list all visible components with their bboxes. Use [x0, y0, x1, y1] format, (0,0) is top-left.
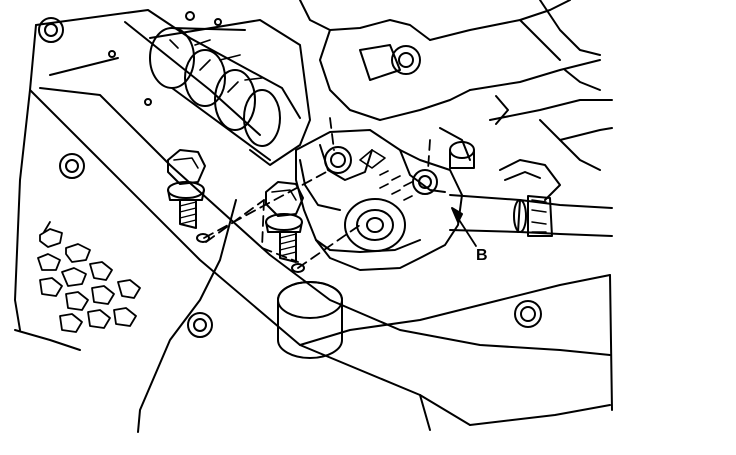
mounting-bolt — [265, 181, 304, 263]
bolt-hole-marker — [291, 263, 305, 273]
engine-upper-detail — [299, 0, 613, 171]
mount-bracket — [295, 127, 475, 271]
mounting-bolt — [167, 149, 206, 229]
bracket-hole-right — [412, 169, 438, 195]
plate-bolt-head — [187, 312, 213, 338]
plate-bolt-heads — [38, 17, 542, 338]
plate-bolt-head — [59, 153, 85, 179]
callout-b-arrowhead — [451, 207, 463, 223]
plate-bolt-head — [514, 300, 542, 328]
round-plug — [277, 281, 343, 359]
bracket-tabs — [359, 149, 413, 201]
base-plate — [14, 9, 613, 433]
bolt-hole-marker — [196, 233, 210, 243]
hose-clamp — [527, 195, 553, 237]
bracket-hole-upper — [324, 146, 352, 174]
bracket-center-boss — [344, 198, 406, 252]
callout-b-group: B — [451, 207, 488, 264]
cylindrical-housing — [149, 19, 311, 166]
callout-b-label: B — [476, 247, 488, 264]
plate-bolt-head — [38, 17, 64, 43]
alignment-lines — [203, 117, 431, 269]
perforation-pattern — [37, 221, 141, 333]
plate-holes — [108, 11, 222, 106]
hose — [449, 159, 613, 237]
